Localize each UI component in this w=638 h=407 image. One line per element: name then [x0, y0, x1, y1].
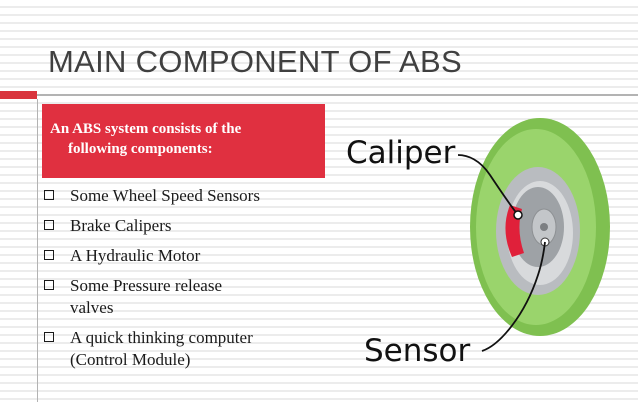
list-item-text-cont: (Control Module): [70, 350, 191, 369]
list-item-text: Some Pressure release: [70, 276, 223, 295]
square-bullet-icon: [44, 250, 54, 260]
square-bullet-icon: [44, 332, 54, 342]
list-item: A quick thinking computer (Control Modul…: [44, 327, 260, 371]
list-item: Brake Calipers: [44, 215, 260, 237]
list-item: Some Pressure release valves: [44, 275, 260, 319]
caliper-leader-line: [457, 154, 519, 216]
square-bullet-icon: [44, 280, 54, 290]
list-item-text: A Hydraulic Motor: [70, 246, 201, 265]
intro-line-2: following components:: [68, 141, 213, 157]
title-rule-accent: [0, 91, 37, 99]
list-item-text-cont: valves: [70, 298, 114, 317]
intro-line-1: An ABS system consists of the: [50, 121, 242, 137]
list-item-text: A quick thinking computer: [70, 328, 253, 347]
sensor-label: Sensor: [364, 333, 471, 369]
hub-bolt: [540, 223, 548, 231]
sensor-leader-line: [481, 241, 546, 352]
slide-title: MAIN COMPONENT OF ABS: [48, 44, 462, 79]
abs-wheel-diagram: Caliper Sensor: [340, 115, 638, 402]
square-bullet-icon: [44, 220, 54, 230]
list-item: A Hydraulic Motor: [44, 245, 260, 267]
square-bullet-icon: [44, 190, 54, 200]
intro-box: An ABS system consists of the following …: [42, 104, 325, 178]
left-rule: [37, 99, 38, 402]
list-item-text: Some Wheel Speed Sensors: [70, 186, 260, 205]
wheel-illustration: [457, 118, 610, 352]
list-item-text: Brake Calipers: [70, 216, 172, 235]
component-list: Some Wheel Speed Sensors Brake Calipers …: [44, 185, 260, 379]
caliper-point: [513, 210, 523, 220]
list-item: Some Wheel Speed Sensors: [44, 185, 260, 207]
title-rule: [37, 94, 638, 96]
caliper-label: Caliper: [346, 135, 456, 171]
